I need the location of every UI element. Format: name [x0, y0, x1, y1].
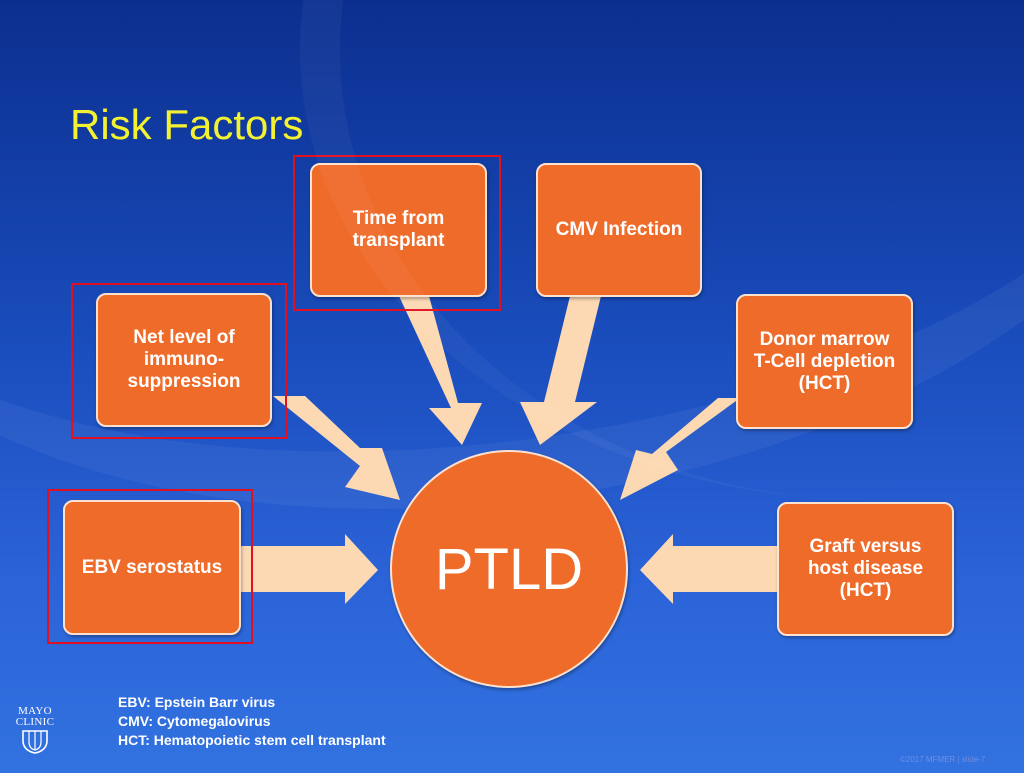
mayo-shield-icon [22, 730, 48, 754]
factor-time-from-transplant: Time from transplant [310, 163, 487, 297]
abbreviation-hct: HCT: Hematopoietic stem cell transplant [118, 732, 386, 748]
factor-donor-marrow-depletion: Donor marrow T-Cell depletion (HCT) [736, 294, 913, 429]
factor-cmv-infection: CMV Infection [536, 163, 702, 297]
center-ptld: PTLD [390, 450, 628, 688]
logo-line-2: CLINIC [15, 716, 55, 728]
mayo-clinic-logo: MAYO CLINIC [10, 706, 60, 762]
arrow-donor [620, 398, 740, 500]
arrow-ebv [240, 534, 378, 604]
copyright-footer: ©2017 MFMER | slide-7 [900, 755, 986, 764]
slide-title: Risk Factors [70, 101, 304, 148]
arrow-gvhd [640, 534, 778, 604]
factor-immunosuppression: Net level of immuno- suppression [96, 293, 272, 427]
highlight-ebv-box [47, 489, 253, 644]
highlight-immuno-box [71, 283, 287, 439]
abbreviation-ebv: EBV: Epstein Barr virus [118, 694, 276, 710]
arrow-time [399, 296, 482, 445]
arrow-cmv [520, 296, 601, 445]
abbreviation-cmv: CMV: Cytomegalovirus [118, 713, 271, 729]
abbreviations: EBV: Epstein Barr virus CMV: Cytomegalov… [118, 693, 386, 750]
logo-line-1: MAYO [18, 705, 52, 717]
factor-ebv-serostatus: EBV serostatus [63, 500, 241, 635]
arrow-immuno [273, 396, 400, 500]
factor-graft-vs-host: Graft versus host disease (HCT) [777, 502, 954, 636]
